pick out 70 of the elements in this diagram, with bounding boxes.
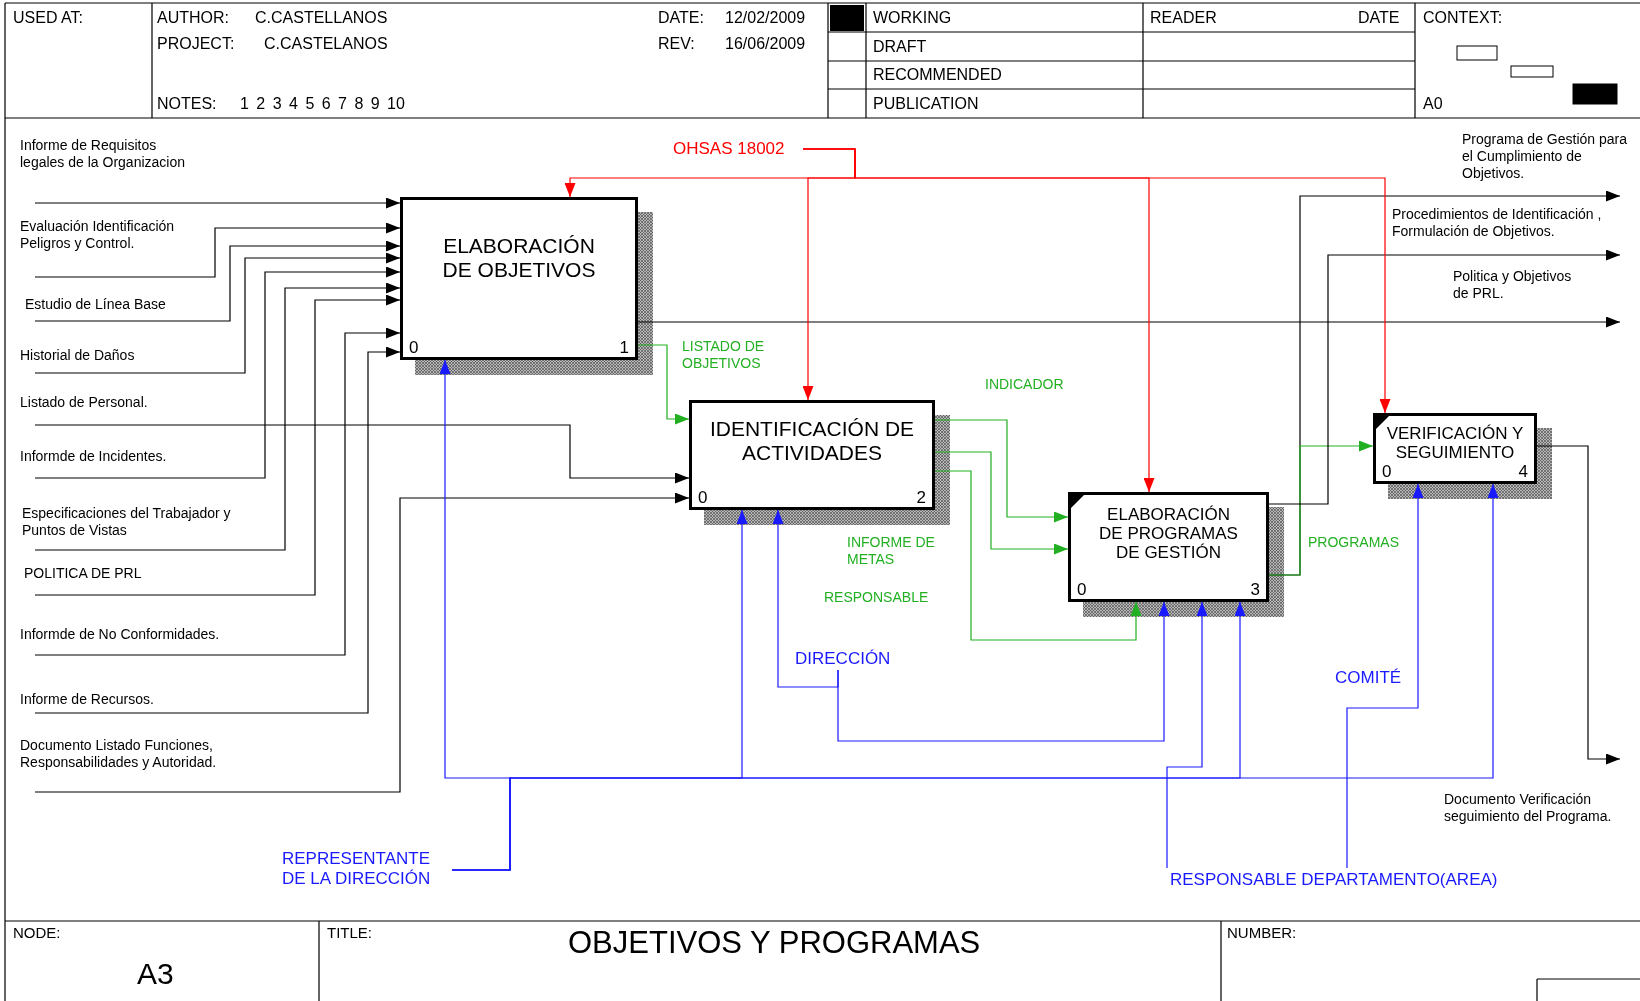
field-label: CONTEXT: — [1423, 8, 1503, 28]
control-label: REPRESENTANTE DE LA DIRECCIÓN — [282, 849, 452, 890]
arrow — [1346, 483, 1424, 869]
arrow — [934, 470, 1142, 641]
field-label: DATE: — [658, 8, 704, 28]
activity-title: VERIFICACIÓN Y SEGUIMIENTO — [1385, 424, 1525, 463]
field-label: DATE — [1358, 8, 1400, 28]
field-label: NUMBER: — [1227, 924, 1297, 942]
notes-numbers: 1 2 3 4 5 6 7 8 9 10 — [240, 94, 405, 114]
arrow — [1268, 249, 1621, 505]
field-label: AUTHOR: — [157, 8, 229, 28]
status-label: PUBLICATION — [873, 94, 979, 114]
field-label: USED AT: — [13, 8, 83, 28]
activity-title: ELABORACIÓN DE PROGRAMAS DE GESTIÓN — [1098, 505, 1239, 563]
field-value: C.CASTELANOS — [264, 34, 388, 54]
arrow-label: Programa de Gestión para el Cumplimiento de Objetivos. — [1462, 131, 1630, 183]
box-number: 0 — [409, 339, 419, 356]
box-number: 0 — [698, 489, 708, 506]
box-number: 4 — [1518, 463, 1528, 480]
box-number: 2 — [916, 489, 926, 506]
arrow — [34, 294, 401, 596]
field-label: NOTES: — [157, 94, 217, 114]
arrow — [34, 266, 401, 479]
arrow — [934, 451, 1069, 555]
activity-box — [400, 197, 638, 360]
arrow — [34, 346, 401, 714]
control-label: OHSAS 18002 — [673, 139, 803, 160]
field-label: TITLE: — [327, 924, 372, 942]
control-label: DIRECCIÓN — [795, 649, 903, 670]
box-number: 0 — [1077, 581, 1087, 598]
arrow — [637, 344, 690, 425]
activity-box — [689, 400, 935, 510]
field-value: C.CASTELLANOS — [255, 8, 388, 28]
field-value: 16/06/2009 — [725, 34, 806, 54]
arrow — [34, 282, 401, 551]
status-label: WORKING — [873, 8, 952, 28]
activity-title: IDENTIFICACIÓN DE ACTIVIDADES — [709, 417, 915, 465]
diagram-title: OBJETIVOS Y PROGRAMAS — [568, 924, 981, 962]
status-label: DRAFT — [873, 37, 927, 57]
node-number: A3 — [137, 956, 174, 992]
field-label: REV: — [658, 34, 695, 54]
arrow — [34, 327, 401, 656]
arrow — [934, 419, 1069, 523]
field-label: PROJECT: — [157, 34, 235, 54]
status-label: RECOMMENDED — [873, 65, 1002, 85]
field-label: NODE: — [13, 924, 61, 942]
activity-box — [1373, 413, 1537, 484]
field-value: 12/02/2009 — [725, 8, 806, 28]
arrow — [1268, 440, 1374, 576]
context-node-label: A0 — [1423, 94, 1443, 114]
arrow — [34, 197, 401, 209]
arrow — [772, 509, 839, 688]
activity-box — [1068, 492, 1269, 602]
arrow — [34, 222, 401, 278]
arrow — [451, 483, 1499, 871]
box-number: 0 — [1382, 463, 1392, 480]
arrow — [34, 424, 690, 484]
arrow — [802, 148, 1391, 414]
arrow — [1166, 601, 1208, 869]
activity-title: ELABORACIÓN DE OBJETIVOS — [441, 234, 597, 282]
box-number: 3 — [1250, 581, 1260, 598]
field-label: READER — [1150, 8, 1217, 28]
arrow-label: RESPONSABLE DEPARTAMENTO(AREA) — [1170, 870, 1498, 891]
arrow — [1536, 445, 1621, 765]
box-number: 1 — [619, 339, 629, 356]
arrow — [34, 240, 401, 322]
arrow — [34, 492, 690, 793]
arrow — [34, 252, 401, 374]
arrow — [837, 601, 1170, 742]
arrow — [637, 316, 1621, 328]
